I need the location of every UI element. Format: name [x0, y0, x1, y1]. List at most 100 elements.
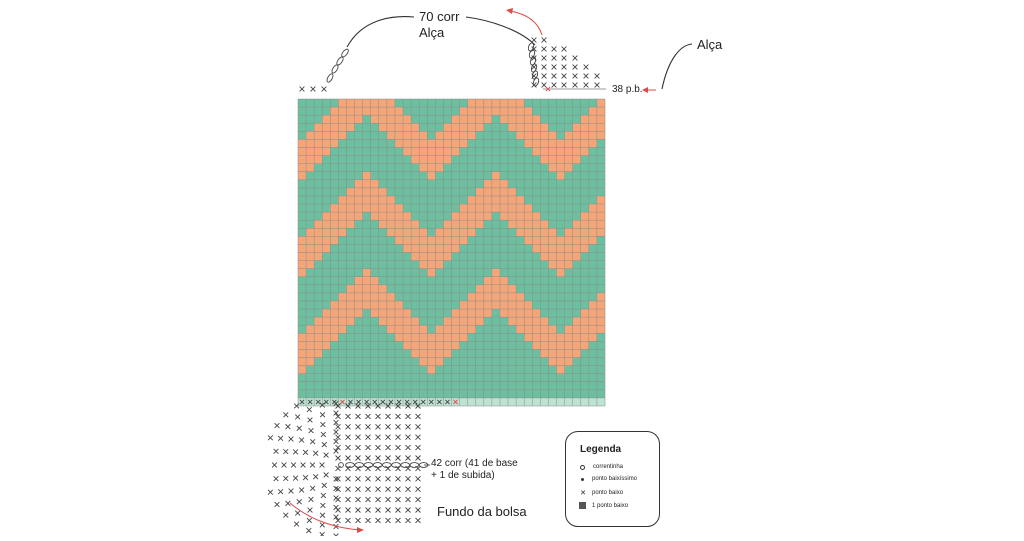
grid-cell	[596, 268, 606, 277]
grid-cell	[475, 268, 484, 277]
grid-cell	[322, 107, 331, 116]
grid-cell	[516, 139, 525, 148]
grid-cell	[572, 163, 581, 172]
grid-cell	[411, 115, 420, 124]
grid-cell	[403, 325, 412, 334]
grid-cell	[322, 357, 331, 366]
grid-cell	[411, 228, 420, 237]
grid-cell	[403, 187, 412, 196]
grid-cell	[499, 195, 509, 205]
grid-cell	[346, 115, 355, 124]
base-chain-stitch	[372, 462, 383, 468]
grid-cell	[491, 187, 501, 196]
handle-chain-stitch	[336, 56, 344, 66]
grid-cell	[580, 163, 589, 172]
grid-cell	[354, 155, 363, 164]
single-crochet-symbol	[321, 86, 327, 92]
grid-cell	[427, 341, 436, 350]
grid-cell	[419, 99, 428, 108]
grid-cell	[298, 115, 307, 124]
grid-cell	[354, 115, 363, 124]
single-crochet-symbol	[395, 413, 401, 420]
grid-cell	[459, 107, 468, 116]
grid-cell	[491, 139, 501, 148]
grid-cell	[306, 260, 315, 269]
grid-cell	[443, 309, 452, 318]
grid-cell	[354, 300, 363, 310]
grid-cell	[322, 317, 331, 326]
grid-cell	[556, 228, 565, 237]
grid-cell	[443, 252, 452, 261]
grid-cell	[588, 365, 597, 374]
grid-cell	[483, 155, 492, 164]
chevron-grid	[297, 98, 606, 407]
grid-cell	[564, 309, 573, 318]
grid-cell	[338, 268, 347, 277]
grid-cell	[443, 373, 452, 382]
grid-cell	[322, 252, 331, 261]
grid-cell	[564, 244, 573, 253]
grid-cell	[483, 389, 492, 398]
grid-cell	[362, 115, 371, 124]
grid-cell	[588, 187, 597, 196]
grid-cell	[386, 212, 395, 221]
grid-cell	[540, 163, 549, 172]
grid-cell	[394, 139, 404, 148]
grid-cell	[540, 155, 549, 164]
grid-cell	[443, 139, 452, 148]
grid-cell	[556, 220, 565, 229]
grid-cell	[459, 373, 468, 382]
single-crochet-symbol	[355, 434, 361, 441]
grid-cell	[564, 220, 573, 229]
grid-cell	[580, 309, 589, 318]
grid-cell	[330, 325, 339, 334]
grid-cell	[298, 155, 307, 164]
grid-cell	[322, 349, 331, 358]
grid-cell	[532, 309, 541, 318]
single-crochet-symbol	[531, 37, 537, 43]
grid-cell	[322, 365, 331, 374]
grid-cell	[314, 341, 323, 350]
grid-cell	[467, 107, 476, 116]
grid-cell	[540, 341, 549, 350]
grid-cell	[419, 236, 428, 245]
grid-cell	[532, 389, 541, 398]
grid-cell	[540, 187, 549, 196]
single-crochet-symbol	[375, 475, 381, 482]
grid-cell	[499, 179, 509, 188]
grid-cell	[540, 212, 549, 221]
grid-cell	[475, 115, 484, 124]
grid-cell	[306, 147, 315, 156]
grid-cell	[572, 349, 581, 358]
grid-cell	[451, 131, 460, 140]
single-crochet-symbol	[273, 448, 279, 455]
grid-cell	[322, 212, 331, 221]
grid-cell	[556, 163, 565, 172]
grid-cell	[362, 276, 371, 285]
grid-cell	[508, 187, 517, 196]
single-crochet-symbol	[267, 489, 274, 495]
grid-cell	[403, 276, 412, 285]
legend-item-single-crochet: ✕ ponto baixo	[578, 489, 623, 497]
grid-cell	[443, 365, 452, 374]
grid-cell	[532, 212, 541, 221]
grid-cell	[564, 204, 573, 213]
grid-cell	[475, 357, 484, 366]
grid-cell	[346, 309, 355, 318]
grid-cell	[459, 341, 468, 350]
grid-cell	[298, 317, 307, 326]
grid-cell	[443, 268, 452, 277]
grid-cell	[386, 244, 395, 253]
grid-cell	[306, 381, 315, 390]
single-crochet-symbol	[285, 423, 291, 430]
grid-cell	[564, 276, 573, 285]
grid-cell	[540, 252, 549, 261]
grid-cell	[540, 228, 549, 237]
grid-cell	[524, 107, 533, 116]
grid-cell	[298, 244, 307, 253]
legend-item-chain: correntinha	[578, 464, 623, 470]
grid-cell	[596, 107, 606, 116]
grid-cell	[411, 260, 420, 269]
grid-cell	[572, 155, 581, 164]
grid-cell	[443, 325, 452, 334]
